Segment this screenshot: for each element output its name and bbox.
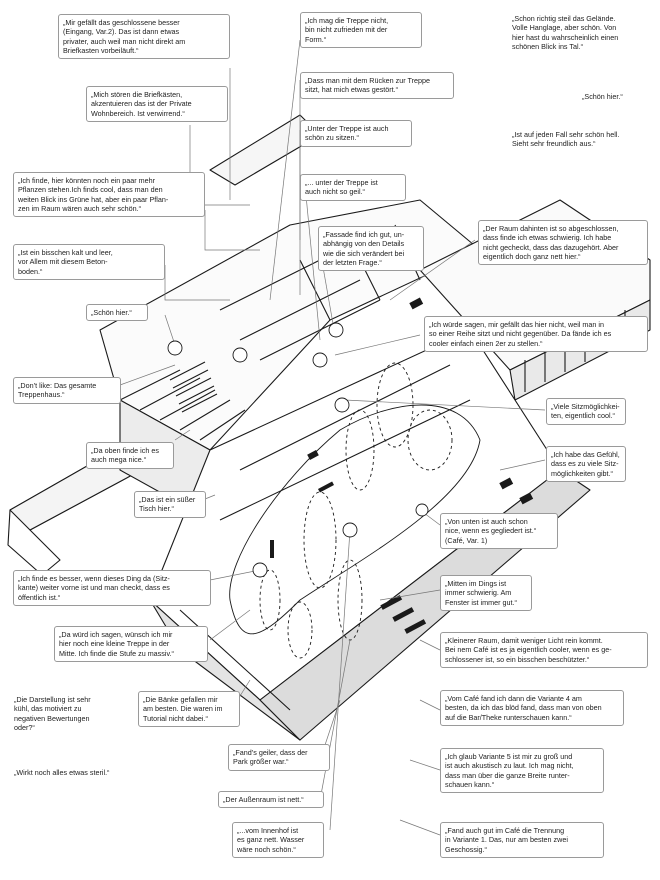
marker-circle: [167, 340, 183, 356]
comment-box: „Schon richtig steil das Gelände. Volle …: [512, 14, 619, 52]
table-block: [380, 595, 403, 610]
comment-box: „Viele Sitzmöglichkei- ten, eigentlich c…: [546, 398, 626, 425]
comment-box: „Die Darstellung ist sehr kühl, das moti…: [14, 695, 91, 733]
marker-circle: [252, 562, 268, 578]
comment-box: „... unter der Treppe ist auch nicht so …: [300, 174, 406, 201]
table-block: [307, 450, 319, 460]
comment-box: „...vom Innenhof ist es ganz nett. Wasse…: [232, 822, 324, 859]
comment-box: „Unter der Treppe ist auch schön zu sitz…: [300, 120, 412, 147]
comment-box: „Wirkt noch alles etwas steril.“: [14, 768, 110, 777]
comment-box: „Vom Café fand ich dann die Variante 4 a…: [440, 690, 624, 727]
comment-box: „Fand’s geiler, dass der Park größer war…: [228, 744, 330, 771]
marker-circle: [334, 397, 350, 413]
comment-box: „Da würd ich sagen, wünsch ich mir hier …: [54, 626, 208, 663]
table-block: [317, 481, 335, 493]
dashed-oval: [259, 569, 281, 631]
table-block: [499, 477, 514, 490]
dashed-oval: [345, 409, 375, 491]
left-facade-lines: [119, 369, 246, 441]
marker-circle: [312, 352, 328, 368]
comment-box: „Kleinerer Raum, damit weniger Licht rei…: [440, 632, 648, 669]
comment-box: „Ich habe das Gefühl, dass es zu viele S…: [546, 446, 626, 483]
comment-box: „Ich glaub Variante 5 ist mir zu groß un…: [440, 748, 604, 794]
comment-box: „Schön hier.“: [582, 92, 623, 101]
comment-box: „Ich finde, hier könnten noch ein paar m…: [13, 172, 205, 218]
marker-circle: [328, 322, 344, 338]
marker-circle: [342, 522, 358, 538]
table-block: [409, 297, 424, 310]
table-block: [404, 619, 427, 634]
dashed-oval: [303, 491, 337, 589]
comment-box: „Da oben finde ich es auch mega nice.“: [86, 442, 174, 469]
courtyard-dashed-paths: [229, 362, 481, 659]
table-block: [392, 607, 415, 622]
dashed-oval: [407, 409, 453, 471]
comment-box: „Von unten ist auch schon nice, wenn es …: [440, 513, 558, 550]
comment-box: „Der Außenraum ist nett.“: [218, 791, 324, 809]
comment-box: „Fassade find ich gut, un- abhängig von …: [318, 226, 424, 272]
stair-lines: [169, 361, 218, 413]
comment-box: „Ich finde es besser, wenn dieses Ding d…: [13, 570, 211, 607]
comment-box: „Fand auch gut im Café die Trennung in V…: [440, 822, 604, 859]
comment-box: „Ist ein bisschen kalt und leer, vor All…: [13, 244, 165, 281]
comment-box: „Die Bänke gefallen mir am besten. Die w…: [138, 691, 240, 728]
comment-box: „Das ist ein süßer Tisch hier.“: [134, 491, 206, 518]
comment-box: „Mir gefällt das geschlossene besser (Ei…: [58, 14, 230, 60]
comment-box: „Ist auf jeden Fall sehr schön hell. Sie…: [512, 130, 620, 149]
furniture-blocks: [270, 297, 534, 634]
table-block: [270, 540, 274, 558]
dashed-oval: [287, 601, 313, 659]
comment-box: „Der Raum dahinten ist so abgeschlossen,…: [478, 220, 648, 266]
comment-box: „Dass man mit dem Rücken zur Treppe sitz…: [300, 72, 454, 99]
marker-circle: [415, 503, 429, 517]
park-outline: [229, 404, 481, 635]
callout-markers: [167, 322, 429, 578]
comment-box: „Ich mag die Treppe nicht, bin nicht zuf…: [300, 12, 422, 49]
comment-box: „Schön hier.“: [86, 304, 148, 322]
table-block: [519, 492, 534, 505]
comment-box: „Mitten im Dings ist immer schwierig. Am…: [440, 575, 532, 612]
comment-box: „Don’t like: Das gesamte Treppenhaus.“: [13, 377, 121, 404]
comment-box: „Ich würde sagen, mir gefällt das hier n…: [424, 316, 648, 353]
comment-box: „Mich stören die Briefkästen, akzentuier…: [86, 86, 228, 123]
marker-circle: [232, 347, 248, 363]
